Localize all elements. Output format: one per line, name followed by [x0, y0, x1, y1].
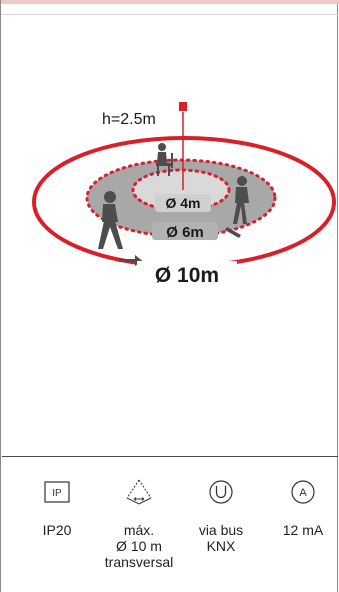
walking-person-figure: [98, 191, 123, 249]
spec-detection-range-label: máx. Ø 10 m transversal: [104, 522, 174, 570]
outer-diameter-label: Ø 10m: [155, 264, 219, 287]
middle-diameter-label: Ø 6m: [166, 224, 204, 241]
inner-label-bg: [155, 194, 211, 212]
spec-detection-range: máx. Ø 10 m transversal: [99, 478, 179, 570]
spec-current-label: 12 mA: [282, 522, 324, 538]
current-icon: A: [291, 480, 315, 504]
inner-dotted-boundary: [131, 168, 231, 212]
spec-current: A 12 mA: [263, 478, 339, 538]
ip-rating-icon: IP: [44, 481, 70, 503]
sensor-head: [179, 102, 187, 111]
movement-arrow-left: [119, 255, 142, 266]
top-accent-bar: [1, 0, 339, 4]
top-border: [1, 14, 339, 15]
middle-label-bg: [152, 222, 218, 240]
seated-person-figure: [156, 143, 173, 176]
spec-ip-rating-label: IP20: [42, 522, 72, 538]
outer-label-bg: [137, 261, 237, 285]
voltage-icon: [209, 480, 233, 504]
spec-ip-rating: IP IP20: [17, 478, 97, 538]
spec-voltage-label: via bus KNX: [198, 522, 244, 554]
middle-dotted-boundary: [85, 158, 277, 238]
svg-text:IP: IP: [52, 488, 62, 499]
specs-divider: [2, 456, 338, 457]
detection-range-icon: [126, 479, 152, 505]
standing-person-figure: [233, 176, 249, 224]
detection-range-diagram: h=2.5m Ø 4m Ø 6m Ø 10m: [32, 102, 336, 287]
svg-text:A: A: [299, 487, 307, 499]
height-label: h=2.5m: [102, 111, 156, 128]
inner-diameter-label: Ø 4m: [165, 195, 200, 211]
movement-arrow-right: [225, 227, 241, 238]
spec-voltage: via bus KNX: [181, 478, 261, 554]
